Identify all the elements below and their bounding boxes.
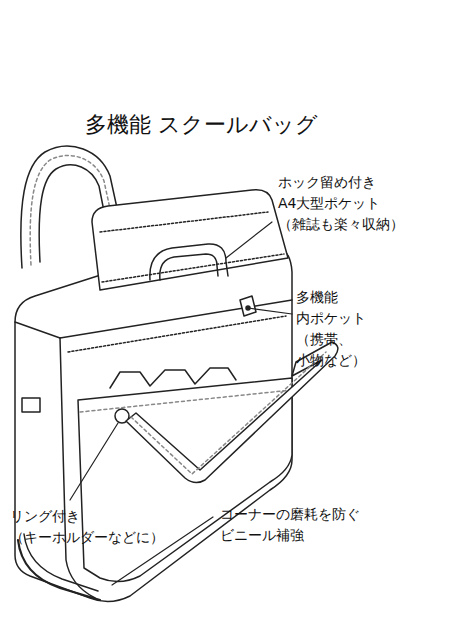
zipper — [100, 212, 268, 232]
strap-stitch — [131, 352, 326, 474]
callout-label: コーナーの磨耗を防ぐ ビニール補強 — [220, 504, 360, 546]
bag-edge — [60, 300, 292, 338]
leader-line — [112, 517, 213, 585]
top-handle — [160, 254, 218, 280]
callout-label: ホック留め付き A4大型ポケット （雑誌も楽々収納） — [278, 172, 404, 235]
leader-line — [70, 423, 118, 500]
pocket-trim — [80, 390, 292, 412]
front-pocket — [78, 378, 292, 582]
zipper-pull — [240, 296, 256, 316]
bag-lid — [92, 190, 288, 290]
callout-label: 多機能 内ポケット （携帯、小物など） — [296, 287, 366, 371]
diagram-title: 多機能 スクールバッグ — [85, 112, 318, 138]
leader-dot — [246, 306, 250, 310]
callout-label: リング付き （キーホルダーなどに） — [10, 506, 164, 548]
corner-reinforcement — [18, 540, 100, 600]
top-handle — [150, 244, 228, 280]
side-tab — [22, 398, 40, 412]
leader-line — [226, 222, 272, 258]
zipper — [102, 254, 284, 282]
zipper — [68, 316, 286, 352]
bag-edge — [15, 322, 60, 338]
leader-line — [248, 308, 292, 314]
